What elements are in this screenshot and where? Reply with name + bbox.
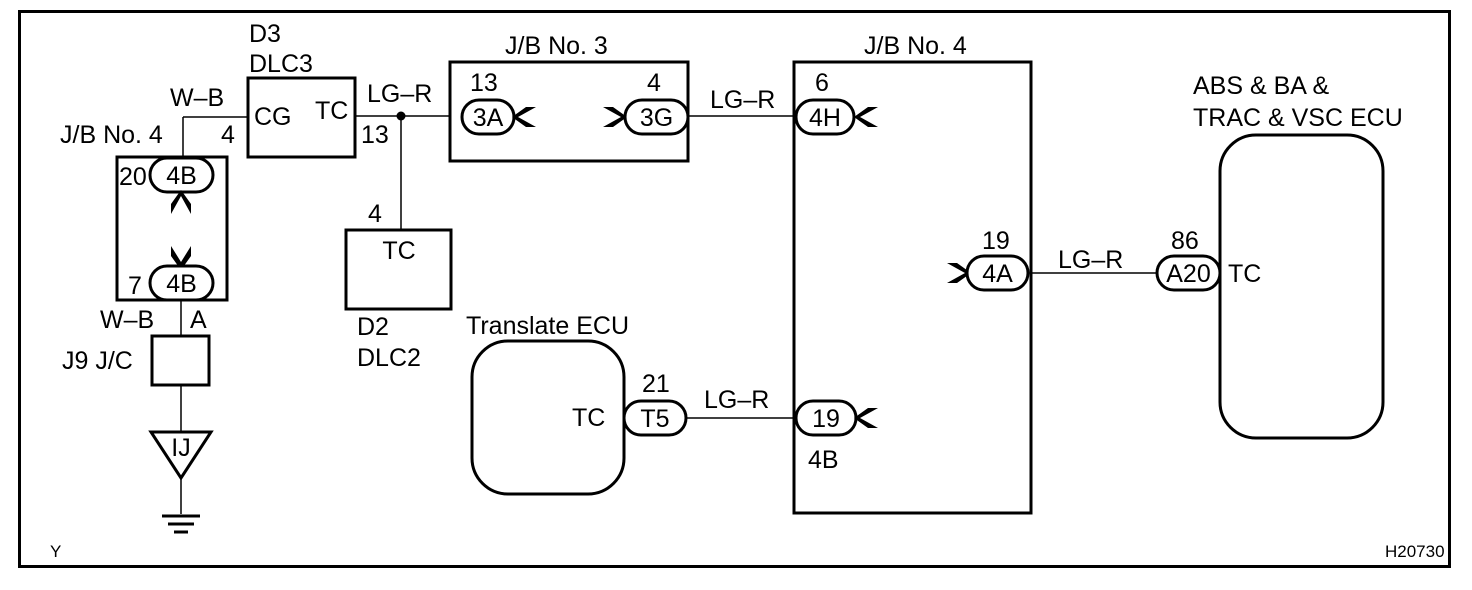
wire-lgr-label-3: LG–R <box>704 386 769 414</box>
chevron-left-icon-19 <box>854 408 878 428</box>
dlc2-code: D2 <box>357 313 389 341</box>
j9-jc-box <box>150 334 211 387</box>
connector-a20-label: A20 <box>1166 260 1210 288</box>
translate-ecu-tc: TC <box>572 404 605 432</box>
splice-point-1 <box>396 111 406 121</box>
chevron-right-icon <box>603 107 627 127</box>
connector-4h-label: 4H <box>809 104 841 132</box>
connector-3g-label: 3G <box>640 104 673 132</box>
jb4-left-title: J/B No. 4 <box>60 121 163 149</box>
dlc2-tc-label: TC <box>382 237 415 265</box>
dlc3-pin-cg: 4 <box>221 121 235 149</box>
translate-pin-21: 21 <box>642 370 670 398</box>
connector-t5 <box>622 399 688 437</box>
connector-4a-label: 4A <box>982 260 1013 288</box>
ground-ij-label: IJ <box>171 434 190 462</box>
connector-3g <box>623 98 690 136</box>
dlc2-box <box>344 228 453 311</box>
dlc3-cg-label: CG <box>254 103 292 131</box>
connector-19-label: 19 <box>812 405 840 433</box>
j9-pin-a: A <box>190 306 207 334</box>
wire-lgr-label-4: LG–R <box>1058 246 1123 274</box>
abs-ecu-title-line2: TRAC & VSC ECU <box>1193 104 1403 132</box>
label-4b: 4B <box>808 446 839 474</box>
dlc2-pin: 4 <box>368 200 382 228</box>
chevron-up-icon <box>171 190 191 214</box>
jb4-pin-6: 6 <box>815 69 829 97</box>
connector-4b-bottom-label: 4B <box>166 270 197 298</box>
jb3-pin-4: 4 <box>647 69 661 97</box>
abs-pin-86: 86 <box>1171 227 1199 255</box>
translate-ecu-title: Translate ECU <box>466 312 629 340</box>
wire-wb-bottom-label: W–B <box>100 306 154 334</box>
dlc3-pin-tc: 13 <box>361 121 389 149</box>
connector-3a-label: 3A <box>473 104 504 132</box>
jb3-pin-13: 13 <box>470 69 498 97</box>
dlc3-name: DLC3 <box>249 50 313 78</box>
abs-ecu-title-line1: ABS & BA & <box>1193 72 1330 100</box>
connector-4a <box>965 254 1030 292</box>
dlc3-code: D3 <box>249 20 281 48</box>
diagram-code: H20730 <box>1385 542 1445 561</box>
jb4-right-title: J/B No. 4 <box>864 32 967 60</box>
jb3-title: J/B No. 3 <box>505 32 608 60</box>
wire-wb-top-label: W–B <box>170 84 224 112</box>
pin-20: 20 <box>119 163 147 191</box>
connector-a20 <box>1155 254 1222 292</box>
wire-lgr-label-1: LG–R <box>367 80 432 108</box>
abs-ecu-tc: TC <box>1228 260 1261 288</box>
wire-lgr-label-2: LG–R <box>710 86 775 114</box>
jb4-pin-19a: 19 <box>982 227 1010 255</box>
corner-y-label: Y <box>50 542 61 561</box>
chevron-left-icon <box>512 107 536 127</box>
abs-ecu-box <box>1218 133 1385 440</box>
ground-ij-triangle <box>148 430 214 481</box>
connector-4b-bottom <box>148 264 215 302</box>
connector-t5-label: T5 <box>640 405 669 433</box>
ground-symbol-icon <box>162 514 200 534</box>
dlc3-tc-label: TC <box>315 97 348 125</box>
connector-4b-top-label: 4B <box>166 162 197 190</box>
j9-jc-label: J9 J/C <box>62 347 133 375</box>
chevron-left-icon-4h <box>854 107 878 127</box>
pin-7: 7 <box>128 272 142 300</box>
dlc2-name: DLC2 <box>357 344 421 372</box>
dlc3-box <box>246 76 357 159</box>
